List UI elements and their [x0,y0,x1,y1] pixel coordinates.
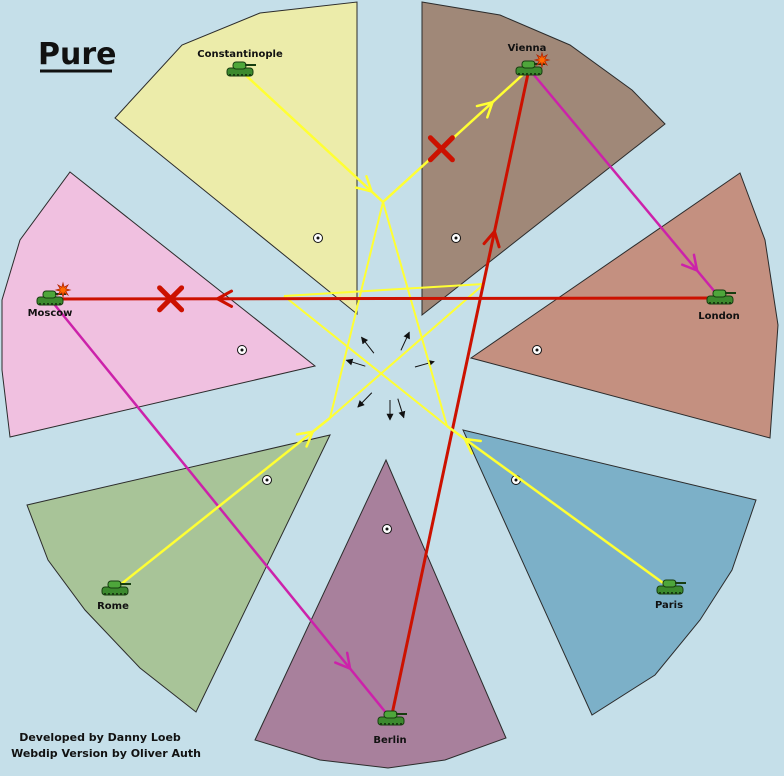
explosion-icon-vienna [533,51,551,69]
territory-label-berlin: Berlin [373,735,406,746]
credit-developer: Developed by Danny Loeb [19,731,181,744]
hint-arrow-6 [397,398,406,419]
territory-constantinople[interactable] [114,1,358,316]
territory-label-constantinople: Constantinople [197,49,283,60]
credit-webdip: Webdip Version by Oliver Auth [11,747,201,760]
order-berlin-to-vienna [389,68,531,720]
order-center-to-vienna [382,68,530,203]
supply-center-dot-vienna [454,236,458,240]
army-constantinople[interactable] [226,61,256,77]
supply-center-dot-paris [514,478,518,482]
supply-center-dot-london [535,348,539,352]
army-vienna[interactable] [515,51,551,76]
hint-arrow-3 [345,358,366,367]
order-paris-to-center-arrowhead [463,437,482,455]
hint-arrow-1 [361,336,375,354]
army-turret-rome [107,580,122,589]
supply-center-dot-rome [265,478,269,482]
army-moscow[interactable] [36,281,72,306]
supply-center-dot-moscow [240,348,244,352]
order-vienna-to-london [528,68,721,299]
center-move-line-1 [283,283,485,297]
territory-label-rome: Rome [97,601,129,612]
order-rome-to-center [114,417,331,590]
territory-label-paris: Paris [655,600,683,611]
center-move-line-2 [283,295,448,427]
center-hint-arrows [345,331,435,421]
hint-arrow-4 [414,359,435,368]
territory-rome[interactable] [26,434,331,713]
army-turret-london [712,289,727,298]
order-center-to-vienna-arrowhead [475,101,494,119]
territory-paris[interactable] [462,429,757,716]
supply-center-dot-berlin [385,527,389,531]
territory-moscow[interactable] [1,171,317,438]
map-title: Pure [38,37,117,72]
army-rome[interactable] [101,580,131,596]
army-turret-constantinople [232,61,247,70]
hint-arrow-2 [400,331,410,351]
territory-label-moscow: Moscow [28,308,73,319]
order-paris-to-center [446,424,671,590]
territory-vienna[interactable] [421,1,666,317]
center-move-line-3 [382,201,448,427]
order-vienna-to-london-arrowhead [680,253,699,272]
order-moscow-to-berlin [49,298,392,720]
order-berlin-to-vienna-arrowhead [482,230,501,249]
center-move-line-4 [329,201,384,419]
order-constantinople-to-center [239,69,384,203]
territory-london[interactable] [469,172,779,439]
explosion-icon-moscow [54,281,72,299]
order-center-to-vienna-failed-mark [427,135,455,163]
supply-center-dot-constantinople [316,236,320,240]
order-london-to-moscow-failed-mark [157,285,185,313]
order-layer [49,68,721,720]
army-paris[interactable] [656,579,686,595]
army-turret-vienna [521,60,536,69]
order-rome-to-center-arrowhead [295,430,315,448]
army-turret-paris [662,579,677,588]
order-london-to-moscow [49,296,721,301]
order-constantinople-to-center-arrowhead [354,175,373,193]
hint-arrow-5 [357,392,373,408]
army-berlin[interactable] [377,710,407,726]
territory-label-london: London [698,311,740,322]
territory-berlin[interactable] [254,458,507,769]
army-london[interactable] [706,289,736,305]
territory-label-vienna: Vienna [508,43,547,54]
order-moscow-to-berlin-arrowhead [334,651,352,670]
army-turret-moscow [42,290,57,299]
unit-layer [36,51,736,726]
order-london-to-moscow-arrowhead [216,289,234,308]
center-move-line-5 [329,283,485,419]
army-turret-berlin [383,710,398,719]
